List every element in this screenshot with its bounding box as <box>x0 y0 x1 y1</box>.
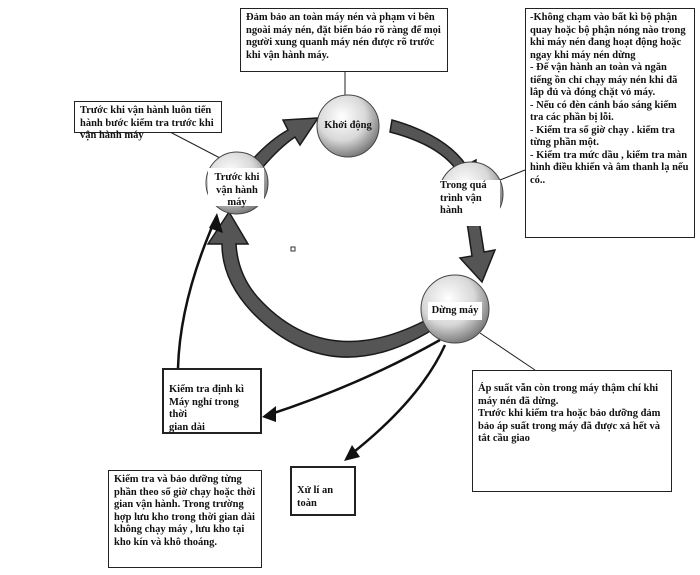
arrow-stop-to-before <box>206 210 433 358</box>
note-bottom-left: Kiểm tra và bảo dưỡng từng phần theo số … <box>108 470 262 568</box>
note-left: Trước khi vận hành luôn tiến hành bước k… <box>74 101 222 141</box>
note-connectors <box>169 72 536 371</box>
note-right-line-1: -Không chạm vào bất kì bộ phận quay hoặc… <box>530 12 686 61</box>
note-right: -Không chạm vào bất kì bộ phận quay hoặc… <box>525 8 695 238</box>
note-top: Đảm bảo an toàn máy nén và phạm vi bên n… <box>240 8 448 72</box>
note-left-text: Trước khi vận hành luôn tiến hành bước k… <box>80 105 214 141</box>
note-right-line-5: - Kiểm tra mức dầu , kiểm tra màn hình đ… <box>530 149 689 186</box>
stage-safety-box: Xử lí an toàn <box>290 466 356 516</box>
stage-safety-text: Xử lí an toàn <box>297 485 334 509</box>
stage-start-label: Khởi động <box>318 120 378 133</box>
note-right-line-4: - Kiểm tra số giờ chạy . kiểm tra từng p… <box>530 124 675 149</box>
plate-running <box>438 180 500 226</box>
thin-arrowheads <box>209 213 360 461</box>
arrow-stop-to-safety <box>349 344 447 456</box>
ball-start <box>316 94 380 158</box>
note-bottom-right-text: Áp suất vẫn còn trong máy thậm chí khi m… <box>478 383 661 444</box>
note-bottom-left-text: Kiểm tra và bảo dưỡng từng phần theo số … <box>114 474 256 548</box>
plate-stop <box>428 302 482 320</box>
stage-running-text: Trong quá trình vận hành <box>440 180 487 216</box>
stage-start-text: Khởi động <box>324 120 372 131</box>
center-marker <box>290 246 296 252</box>
stage-periodic-check-text: Kiểm tra định kì Máy nghỉ trong thời gia… <box>169 384 244 433</box>
arrow-stop-to-check <box>267 338 441 417</box>
stage-stop-label: Dừng máy <box>425 305 485 318</box>
note-top-text: Đảm bảo an toàn máy nén và phạm vi bên n… <box>246 12 441 61</box>
plate-before-run <box>208 168 264 206</box>
thin-arrows <box>176 219 447 456</box>
note-bottom-right: Áp suất vẫn còn trong máy thậm chí khi m… <box>472 370 672 492</box>
arrowhead-safety <box>344 445 360 461</box>
connector-right-note <box>499 169 526 181</box>
arrow-before-to-start <box>250 117 320 170</box>
stage-running-label: Trong quá trình vận hành <box>440 180 498 218</box>
stage-before-run-text: Trước khi vận hành máy <box>214 172 260 208</box>
arrow-running-to-stop <box>458 219 497 284</box>
arrowhead-check <box>262 406 276 422</box>
stage-before-run-label: Trước khi vận hành máy <box>206 172 268 210</box>
cycle-arrows <box>206 117 497 358</box>
connector-bottom-right-note <box>479 332 536 371</box>
note-right-line-2: - Để vận hành an toàn và ngăn tiếng ồn c… <box>530 62 678 98</box>
arrow-check-to-before <box>176 219 217 369</box>
connector-left-note <box>169 131 221 159</box>
stage-periodic-check-box: Kiểm tra định kì Máy nghỉ trong thời gia… <box>162 368 262 434</box>
ball-label-plates <box>208 168 500 320</box>
note-right-line-3: - Nếu có đèn cảnh báo sáng kiểm tra các … <box>530 99 677 124</box>
stage-stop-text: Dừng máy <box>431 305 479 316</box>
arrowhead-before <box>209 213 223 233</box>
